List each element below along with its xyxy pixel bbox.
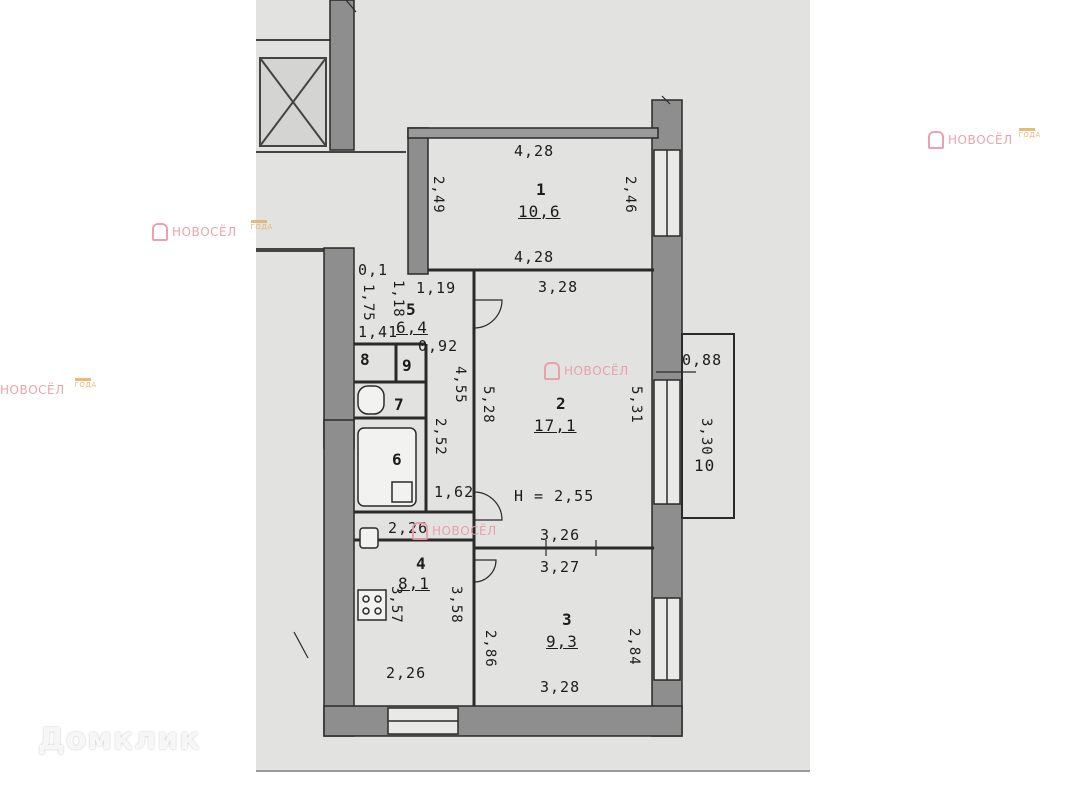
watermark-novosel-left: НОВОСЁЛ ГОДА (152, 220, 272, 243)
domclick-logo: Домклик (1, 722, 201, 757)
room-5-number: 5 (406, 300, 417, 319)
dim-bath-width: 1,62 (434, 483, 475, 501)
room-2-number: 2 (556, 394, 567, 413)
room-3-number: 3 (562, 610, 573, 629)
dim-room4-bottom: 2,26 (386, 664, 427, 682)
watermark-badge: ГОДА (74, 378, 96, 401)
dim-room2-bottom: 3,26 (540, 526, 581, 544)
room-4-area: 8,1 (398, 574, 430, 593)
watermark-brand-text: НОВОСЁЛ (0, 382, 65, 397)
watermark-novosel-center: НОВОСЁЛ (544, 362, 629, 380)
sheet-bottom-margin (256, 770, 810, 800)
room-10-number: 10 (694, 456, 716, 475)
dim-balcony-top: 0,88 (682, 351, 723, 369)
watermark-novosel-right: НОВОСЁЛ ГОДА (928, 128, 1040, 151)
dim-room5-e: 1,18 (390, 280, 406, 318)
house-logo-icon (1, 723, 33, 756)
watermark-brand-text: НОВОСЁЛ (432, 524, 497, 538)
dim-room5-f: 0,1 (358, 261, 389, 279)
room-3-area: 9,3 (546, 632, 578, 651)
room-2-area: 17,1 (534, 416, 577, 435)
novosel-seal-icon (928, 130, 944, 149)
watermark-brand-text: НОВОСЁЛ (172, 224, 237, 239)
dimension-ticks (293, 0, 696, 659)
room-7-number: 7 (394, 395, 405, 414)
dim-room2-top: 3,28 (538, 278, 579, 296)
dim-room3-top: 3,27 (540, 558, 581, 576)
room-8-number: 8 (360, 350, 371, 369)
dim-bath-length: 2,52 (432, 418, 448, 456)
watermark-novosel-edge: НОВОСЁЛ ГОДА (0, 378, 96, 401)
floor-plan-sheet: 4,28 2,49 2,46 1 10,6 4,28 3,28 5,28 5,3… (256, 0, 810, 800)
dim-room5-b: 1,75 (360, 284, 376, 322)
room-6-number: 6 (392, 450, 403, 469)
dim-room3-right: 2,84 (626, 628, 642, 666)
door-swings (473, 299, 503, 583)
room-5-area: 6,4 (396, 318, 428, 337)
windows (387, 149, 681, 735)
dim-corridor-length: 4,55 (452, 366, 468, 404)
dim-room2-right: 5,31 (628, 386, 644, 424)
dim-balcony-length: 3,30 (698, 418, 714, 456)
watermark-novosel-lower: НОВОСЁЛ (412, 522, 497, 540)
dim-room5-d: 0,92 (418, 337, 459, 355)
dim-room5-a: 1,19 (416, 279, 457, 297)
watermark-brand-text: НОВОСЁЛ (564, 364, 629, 378)
balcony (681, 333, 735, 519)
room-9-number: 9 (402, 356, 413, 375)
dim-room1-bottom: 4,28 (514, 248, 555, 266)
novosel-seal-icon (152, 222, 168, 241)
dim-room5-c: 1,41 (358, 323, 399, 341)
dim-room4-left: 3,57 (388, 586, 404, 624)
watermark-badge: ГОДА (1018, 128, 1040, 151)
novosel-seal-icon (412, 522, 428, 540)
room-1-area: 10,6 (518, 202, 561, 221)
ceiling-height: Н = 2,55 (514, 487, 595, 505)
watermark-brand-text: НОВОСЁЛ (948, 132, 1013, 147)
dim-room3-bottom: 3,28 (540, 678, 581, 696)
fixtures (357, 385, 417, 621)
watermark-badge: ГОДА (250, 220, 272, 243)
partitions (354, 268, 654, 706)
domclick-logo-text: Домклик (38, 722, 201, 757)
dim-room1-right: 2,46 (622, 176, 638, 214)
dim-room3-left: 2,86 (482, 630, 498, 668)
floor-plan-drawing (256, 0, 735, 737)
novosel-seal-icon (544, 362, 560, 380)
dim-room1-left: 2,49 (430, 176, 446, 214)
dim-room2-left: 5,28 (480, 386, 496, 424)
neighbor-fragment (256, 39, 406, 252)
room-4-number: 4 (416, 554, 427, 573)
dim-room4-right: 3,58 (448, 586, 464, 624)
room-1-number: 1 (536, 180, 547, 199)
dim-room1-top: 4,28 (514, 142, 555, 160)
